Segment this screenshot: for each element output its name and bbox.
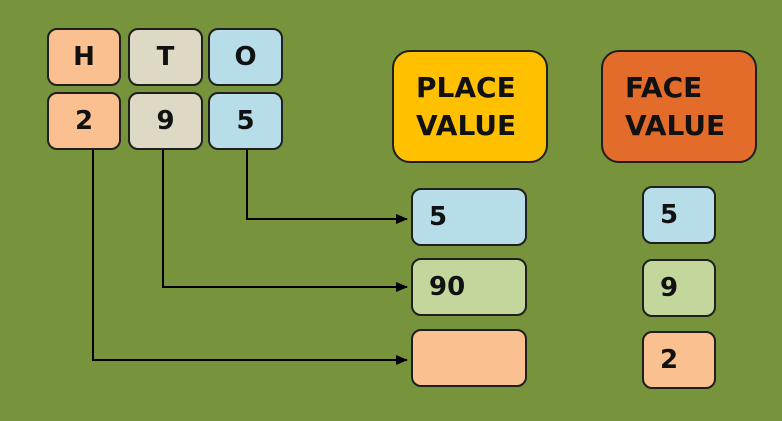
header-ones: O <box>208 28 283 86</box>
header-hundreds: H <box>47 28 121 86</box>
face-value-tens: 9 <box>642 259 716 317</box>
face-value-hundreds: 2 <box>642 331 716 389</box>
header-tens: T <box>128 28 203 86</box>
arrow-ones <box>246 150 408 224</box>
face-value-title-line2: VALUE <box>625 108 726 142</box>
face-value-title: FACE VALUE <box>601 50 757 163</box>
digit-tens: 9 <box>128 92 203 150</box>
digit-ones: 5 <box>208 92 283 150</box>
place-value-title: PLACE VALUE <box>392 50 548 163</box>
arrow-tens <box>162 150 408 292</box>
arrow-hundreds <box>92 150 408 365</box>
face-value-title-line1: FACE <box>625 70 703 104</box>
place-value-hundreds <box>411 329 527 387</box>
face-value-ones: 5 <box>642 186 716 244</box>
place-value-ones: 5 <box>411 188 527 246</box>
digit-hundreds: 2 <box>47 92 121 150</box>
place-value-title-line1: PLACE <box>416 70 516 104</box>
place-value-tens: 90 <box>411 258 527 316</box>
place-value-title-line2: VALUE <box>416 108 517 142</box>
